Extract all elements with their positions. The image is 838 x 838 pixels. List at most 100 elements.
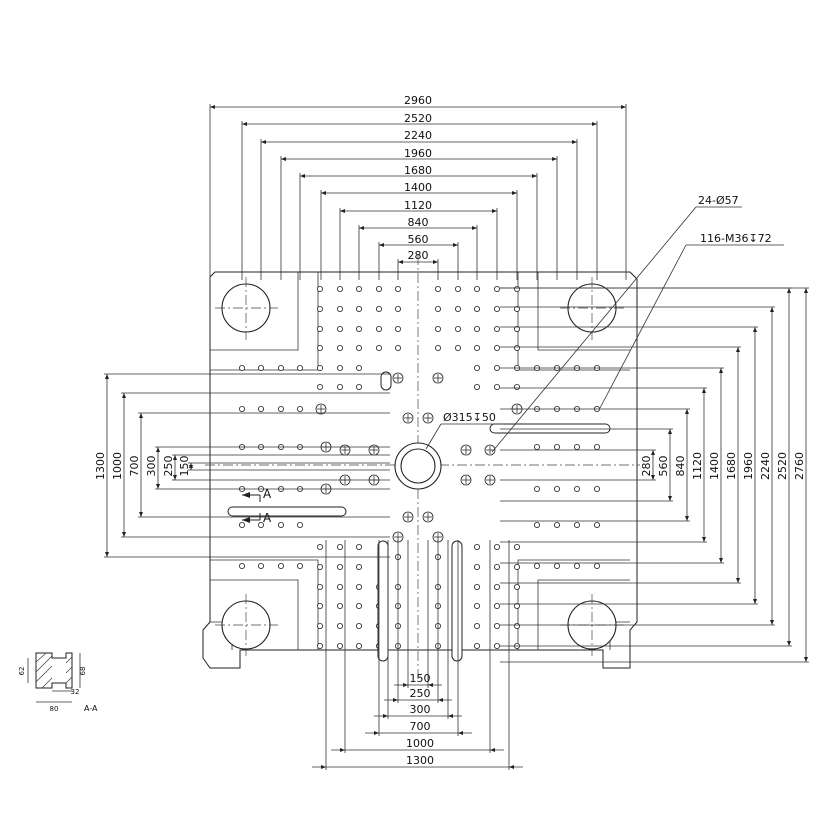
mounting-hole <box>355 364 362 371</box>
dim-arrow <box>210 105 215 109</box>
dim-arrow <box>702 388 706 393</box>
dim-arrow <box>139 512 143 517</box>
mounting-hole <box>514 383 521 390</box>
dim-right-1960: 1960 <box>742 452 755 480</box>
dim-arrow <box>685 409 689 414</box>
dim-arrow <box>552 157 557 161</box>
dim-arrow <box>787 641 791 646</box>
mounting-hole <box>375 325 382 332</box>
section-dim-68: 68 <box>79 667 87 676</box>
mounting-hole <box>594 563 601 570</box>
dim-arrow <box>242 122 247 126</box>
mounting-hole <box>473 383 480 390</box>
dim-arrow <box>300 174 305 178</box>
mounting-hole <box>277 405 284 412</box>
mounting-hole <box>574 522 581 529</box>
dim-arrow <box>453 243 458 247</box>
dim-arrow <box>770 620 774 625</box>
mounting-hole <box>336 344 343 351</box>
mounting-hole <box>493 364 500 371</box>
mounting-hole <box>493 584 500 591</box>
dim-right-280: 280 <box>640 456 653 477</box>
mounting-hole <box>493 544 500 551</box>
t-slot-groove <box>210 272 299 351</box>
dim-arrow <box>651 450 655 455</box>
dim-arrow <box>770 307 774 312</box>
dim-bottom-150: 150 <box>410 672 431 685</box>
callout-center-hole: Ø315↧50 <box>443 411 496 424</box>
dim-top-1120: 1120 <box>404 199 432 212</box>
mounting-hole <box>514 325 521 332</box>
mounting-hole <box>574 485 581 492</box>
mounting-hole <box>473 623 480 630</box>
section-dim-80: 80 <box>50 705 59 713</box>
mounting-hole <box>434 305 441 312</box>
section-marker-a-lower: A <box>263 511 272 525</box>
dim-arrow <box>433 260 438 264</box>
dim-arrow <box>512 191 517 195</box>
mounting-hole <box>473 344 480 351</box>
dim-arrow <box>804 288 808 293</box>
mounting-hole <box>493 285 500 292</box>
mounting-hole <box>336 383 343 390</box>
mounting-hole <box>473 305 480 312</box>
dim-arrow <box>472 226 477 230</box>
dim-left-1000: 1000 <box>111 452 124 480</box>
dim-top-1960: 1960 <box>404 147 432 160</box>
t-slot-groove <box>210 559 319 650</box>
mounting-hole <box>238 563 245 570</box>
dim-arrow <box>122 393 126 398</box>
dim-arrow <box>572 140 577 144</box>
dim-arrow <box>668 496 672 501</box>
dim-arrow <box>403 683 408 687</box>
mounting-hole <box>375 344 382 351</box>
dim-arrow <box>359 226 364 230</box>
mounting-hole <box>473 285 480 292</box>
mounting-hole <box>394 344 401 351</box>
mounting-hole <box>493 603 500 610</box>
mounting-hole <box>554 485 561 492</box>
mounting-hole <box>316 643 323 650</box>
dimension-labels: 2960 2520 2240 1960 1680 1400 1120 840 5… <box>94 94 806 767</box>
callout-tapped-holes: 116-M36↧72 <box>700 232 772 245</box>
mounting-hole <box>434 285 441 292</box>
mounting-hole <box>355 383 362 390</box>
dim-arrow <box>321 191 326 195</box>
mounting-hole <box>534 443 541 450</box>
mounting-hole <box>514 305 521 312</box>
dim-arrow <box>173 455 177 460</box>
dim-top-560: 560 <box>408 233 429 246</box>
t-slot-groove <box>537 579 630 650</box>
dim-arrow <box>509 765 514 769</box>
mounting-hole <box>454 305 461 312</box>
dim-arrow <box>592 122 597 126</box>
dim-right-1120: 1120 <box>691 452 704 480</box>
section-markers: A A <box>242 487 272 525</box>
mounting-hole <box>336 603 343 610</box>
dim-left-250: 250 <box>162 456 175 477</box>
dim-arrow <box>189 465 193 470</box>
mounting-hole <box>316 285 323 292</box>
dim-arrow <box>492 209 497 213</box>
dim-arrow <box>702 537 706 542</box>
dim-arrow <box>736 578 740 583</box>
dim-arrow <box>532 174 537 178</box>
mounting-hole <box>493 344 500 351</box>
mounting-hole <box>316 364 323 371</box>
dim-left-700: 700 <box>128 456 141 477</box>
t-slot-groove <box>210 579 299 650</box>
mounting-hole <box>594 485 601 492</box>
mounting-hole <box>355 544 362 551</box>
mounting-hole <box>594 522 601 529</box>
mounting-hole <box>296 522 303 529</box>
dim-arrow <box>458 731 463 735</box>
mounting-hole <box>316 603 323 610</box>
dim-arrow <box>156 447 160 452</box>
mounting-hole <box>355 584 362 591</box>
mounting-hole <box>277 522 284 529</box>
dim-arrow <box>753 599 757 604</box>
mounting-hole <box>473 603 480 610</box>
mounting-hole <box>554 443 561 450</box>
mounting-hole <box>238 522 245 529</box>
mounting-hole <box>394 305 401 312</box>
